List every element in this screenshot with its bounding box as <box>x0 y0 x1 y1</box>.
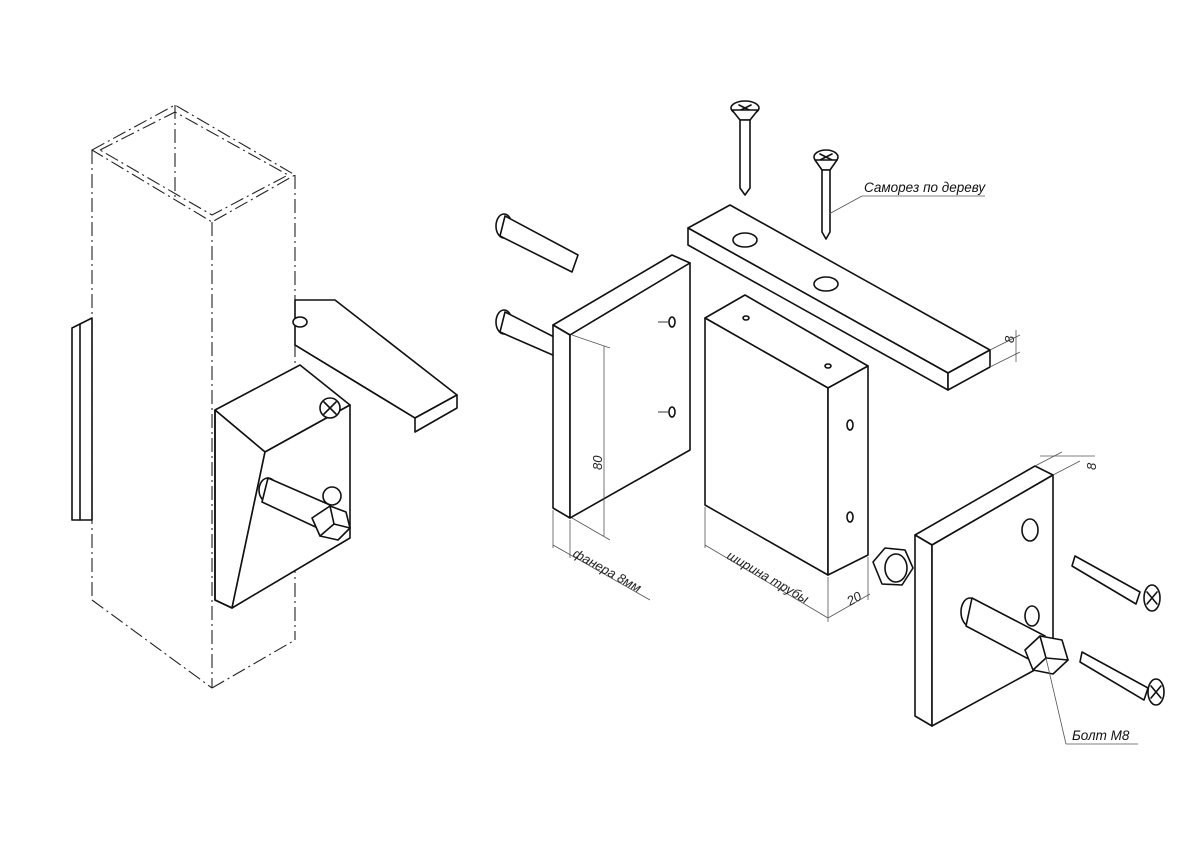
label-wood-screw: Саморез по дереву <box>828 180 986 215</box>
dimension-height: 80 <box>571 334 611 541</box>
dimension-strip-thickness: 8 <box>989 330 1021 368</box>
back-plate-edge <box>71 317 93 521</box>
bolt-assembled <box>258 477 351 541</box>
dim-height-text: 80 <box>590 455 605 470</box>
dimension-plate-thickness: 8 <box>1034 451 1099 476</box>
assembled-view <box>71 104 458 689</box>
wooden-block <box>704 294 869 576</box>
bolt-left-upper <box>495 213 579 273</box>
wood-screw-right-upper <box>1071 555 1161 612</box>
dim-plate-thickness-text: 8 <box>1084 462 1099 470</box>
top-strip-assembled <box>292 299 458 433</box>
wood-screw-top-right <box>813 149 839 240</box>
top-strip-exploded <box>687 204 991 391</box>
front-plate-exploded <box>914 465 1054 727</box>
plywood-plate-left <box>552 254 691 519</box>
label-wood-screw-text: Саморез по дереву <box>864 180 986 195</box>
screw-head-assembled-lower <box>322 486 342 506</box>
exploded-view: 80 фанера 8мм ширина трубы 20 8 <box>495 100 1165 745</box>
hex-nut <box>872 547 914 586</box>
bolt-m8-exploded <box>960 597 1069 675</box>
dim-strip-thickness-text: 8 <box>1002 335 1017 343</box>
screw-head-assembled-upper <box>319 397 341 419</box>
dimension-plywood: фанера 8мм <box>552 510 651 601</box>
label-bolt: Болт М8 <box>1045 657 1138 745</box>
label-bolt-text: Болт М8 <box>1072 728 1130 743</box>
dimension-block-depth: 20 <box>827 557 871 619</box>
dim-plywood-text: фанера 8мм <box>571 546 644 596</box>
dim-block-depth-text: 20 <box>843 588 865 609</box>
bolt-left-lower <box>495 309 561 357</box>
wood-screw-right-lower <box>1079 651 1165 706</box>
wood-screw-top-left <box>730 100 760 196</box>
